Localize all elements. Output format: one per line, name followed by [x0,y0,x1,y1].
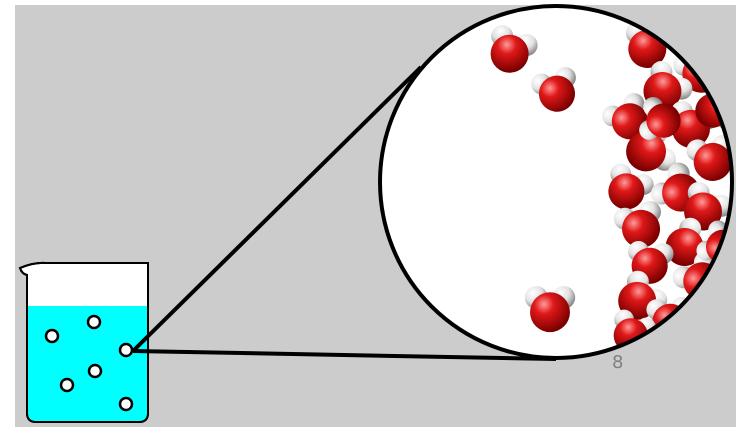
beaker [18,261,149,423]
water-molecule [602,93,648,140]
water-bubble [118,396,134,412]
water-bubble [44,328,60,344]
water-molecule [639,97,681,140]
oxygen-atom [622,209,661,248]
oxygen-atom [626,131,667,172]
water-molecule [628,241,674,284]
water-bubble [86,314,102,330]
oxygen-atom [611,103,648,140]
water-molecule [524,285,576,333]
zoom-lines [131,65,557,361]
water-molecule [531,67,576,112]
water-bubble [118,342,134,358]
oxygen-atom [530,292,570,333]
water-molecule [613,200,661,248]
oxygen-atom [665,228,704,266]
oxygen-atom [646,103,681,138]
water-bubble [59,377,75,393]
water-molecule [608,163,654,210]
magnification-label: 8 [612,352,623,373]
magnified-view [378,4,734,360]
water-molecule [490,25,538,73]
oxygen-atom [490,34,529,73]
oxygen-atom [693,142,732,181]
water-bubble [87,363,103,379]
oxygen-atom [538,75,576,112]
oxygen-atom [608,173,645,210]
